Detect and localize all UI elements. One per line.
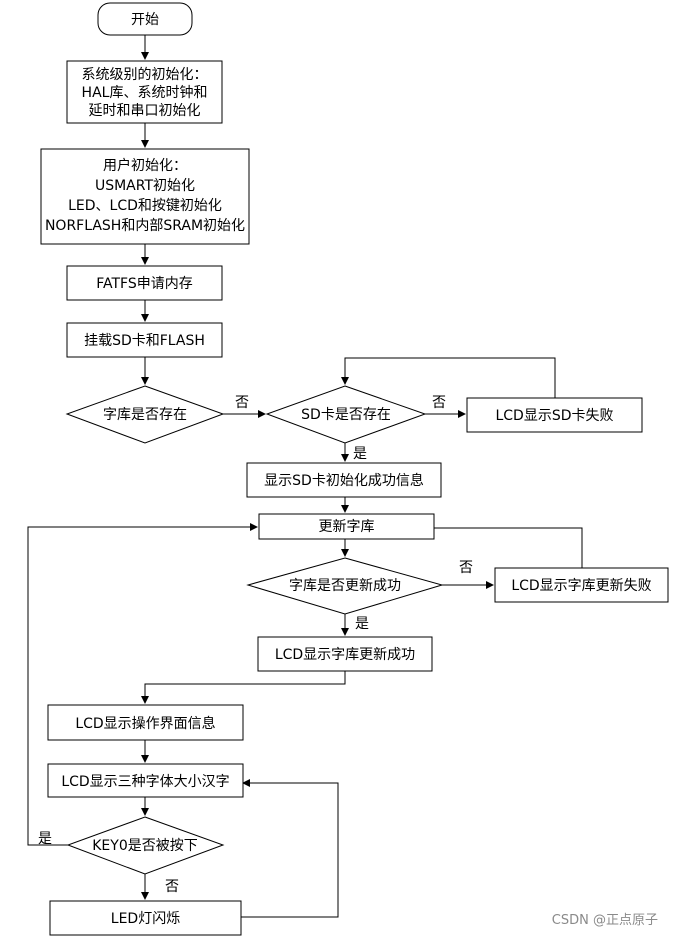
arrow-sdfail-loop (341, 357, 556, 398)
node-mount: 挂载SD卡和FLASH (66, 322, 223, 358)
edge-label-no-font: 否 (235, 395, 249, 411)
node-key-q: KEY0是否被按下 (66, 816, 225, 875)
key-q-label: KEY0是否被按下 (92, 838, 198, 854)
node-show-ui: LCD显示操作界面信息 (47, 704, 244, 741)
node-update-ok-q: 字库是否更新成功 (246, 557, 444, 615)
mount-label: 挂载SD卡和FLASH (84, 333, 205, 349)
edge-label-no-sd: 否 (432, 395, 446, 411)
edge-label-yes-key: 是 (38, 831, 52, 847)
update-ok-q-label: 字库是否更新成功 (289, 578, 401, 594)
user-init-line-1: 用户初始化： (103, 157, 187, 174)
edge-label-no-update: 否 (459, 560, 473, 576)
font-exists-label: 字库是否存在 (103, 407, 187, 423)
update-font-label: 更新字库 (319, 519, 375, 535)
node-show-hanzi: LCD显示三种字体大小汉字 (47, 763, 244, 798)
node-fatfs: FATFS申请内存 (66, 265, 223, 301)
node-sd-init-ok: 显示SD卡初始化成功信息 (246, 462, 442, 498)
user-init-line-2: USMART初始化 (95, 177, 195, 194)
update-ok-label: LCD显示字库更新成功 (275, 647, 415, 663)
watermark: CSDN @正点原子 (552, 913, 658, 928)
sd-init-ok-label: 显示SD卡初始化成功信息 (264, 472, 424, 489)
system-init-line-1: 系统级别的初始化： (82, 66, 208, 83)
edge-label-yes-update: 是 (355, 616, 369, 632)
node-sd-fail: LCD显示SD卡失败 (466, 397, 643, 433)
edge-label-no-key: 否 (165, 879, 179, 895)
fatfs-label: FATFS申请内存 (96, 276, 193, 292)
edge-label-yes-sd: 是 (353, 446, 367, 462)
node-sd-exists: SD卡是否存在 (265, 385, 427, 444)
show-ui-label: LCD显示操作界面信息 (75, 715, 215, 732)
arrow-keyq-update (27, 523, 258, 846)
node-font-exists: 字库是否存在 (65, 385, 225, 444)
arrow-updok-ui (141, 671, 346, 704)
connectors (27, 35, 583, 918)
sd-fail-label: LCD显示SD卡失败 (495, 408, 613, 424)
node-system-init: 系统级别的初始化： HAL库、系统时钟和 延时和串口初始化 (66, 60, 223, 124)
node-update-fail: LCD显示字库更新失败 (494, 567, 669, 603)
node-update-font: 更新字库 (258, 513, 435, 540)
system-init-line-2: HAL库、系统时钟和 (82, 84, 208, 101)
start-label: 开始 (131, 12, 159, 28)
sd-exists-label: SD卡是否存在 (301, 407, 391, 423)
node-led: LED灯闪烁 (49, 900, 242, 936)
user-init-line-3: LED、LCD和按键初始化 (68, 197, 222, 214)
arrow-updfail-loop (434, 527, 583, 568)
node-update-ok: LCD显示字库更新成功 (257, 636, 433, 672)
arrow-led-hanzi (241, 779, 339, 918)
node-user-init: 用户初始化： USMART初始化 LED、LCD和按键初始化 NORFLASH和… (40, 148, 250, 245)
update-fail-label: LCD显示字库更新失败 (511, 578, 651, 594)
show-hanzi-label: LCD显示三种字体大小汉字 (61, 774, 229, 790)
led-label: LED灯闪烁 (111, 911, 180, 927)
system-init-line-3: 延时和串口初始化 (89, 102, 201, 119)
node-start: 开始 (97, 2, 193, 36)
user-init-line-4: NORFLASH和内部SRAM初始化 (45, 217, 245, 234)
